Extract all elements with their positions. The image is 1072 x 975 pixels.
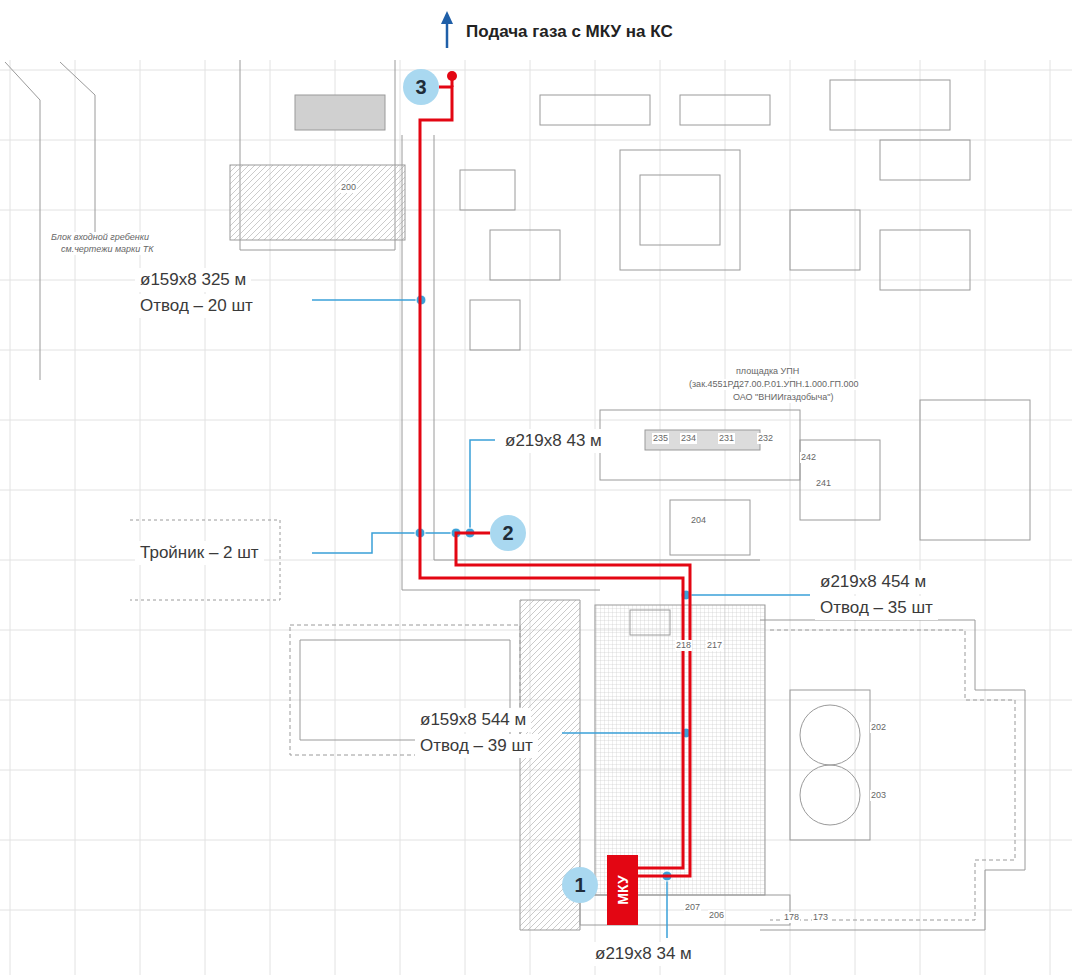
map-label: 202 <box>870 722 887 733</box>
map-label: площадка УПН <box>735 366 800 377</box>
map-label: 217 <box>706 640 723 651</box>
callout-circle: 1 <box>562 867 598 903</box>
callout-number: 1 <box>574 874 585 897</box>
map-label: 235 <box>652 433 669 444</box>
callout-number: 2 <box>502 522 513 545</box>
callout-label: ø219x8 34 м <box>590 942 697 966</box>
map-label: Блок входной гребенки <box>50 232 150 243</box>
unit-label: МКУ <box>614 875 630 904</box>
callout-label: Тройник – 2 шт <box>135 541 264 565</box>
map-label: 206 <box>708 910 725 921</box>
callout-circle: 2 <box>490 515 526 551</box>
callout-label: Отвод – 39 шт <box>415 734 538 758</box>
callout-label: ø159x8 544 м <box>415 708 531 732</box>
map-label: 218 <box>675 640 692 651</box>
callout-label: Отвод – 35 шт <box>815 596 938 620</box>
map-label: 173 <box>812 912 829 923</box>
callout-number: 3 <box>415 76 426 99</box>
map-label: 178 <box>783 912 800 923</box>
callout-label: Отвод – 20 шт <box>135 294 258 318</box>
callout-circle: 3 <box>403 69 439 105</box>
map-label: (зак.4551РД27.00.Р.01.УПН.1.000.ГП.000 <box>688 379 860 390</box>
map-label: 203 <box>870 790 887 801</box>
map-label: 241 <box>815 478 832 489</box>
map-label: 207 <box>684 902 701 913</box>
callout-label: ø159x8 325 м <box>135 268 251 292</box>
map-label: 231 <box>718 433 735 444</box>
gas-pipeline <box>456 533 690 876</box>
diagram-title: Подача газа с МКУ на КС <box>463 22 676 42</box>
callout-label: ø219x8 454 м <box>815 570 931 594</box>
callout-label: ø219x8 43 м <box>500 429 607 453</box>
map-label: 232 <box>757 433 774 444</box>
map-label: 204 <box>690 515 707 526</box>
map-label: 234 <box>680 433 697 444</box>
map-label: 242 <box>800 452 817 463</box>
unit-box: МКУ <box>607 855 638 925</box>
map-label: ОАО "ВНИИгаздобыча") <box>732 392 834 403</box>
map-label: см.чертежи марки ТК <box>60 244 155 255</box>
map-label: 200 <box>340 182 357 193</box>
